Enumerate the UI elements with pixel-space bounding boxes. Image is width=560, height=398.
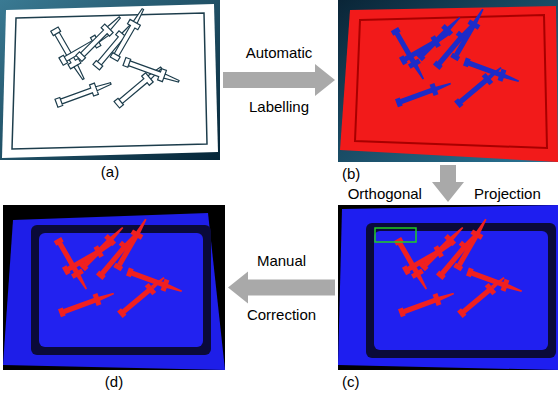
panel-caption: (a)	[0, 163, 220, 181]
panel-caption: (d)	[3, 373, 225, 391]
corrected-label-image	[3, 205, 225, 370]
depth-image	[0, 0, 220, 160]
image-panel: (c)	[338, 205, 558, 370]
image-panel: (a)	[0, 0, 220, 160]
panel-caption: (b)	[342, 165, 360, 183]
auto-label-image	[338, 0, 558, 162]
flow-arrow	[223, 64, 335, 96]
arrow-label: Automatic Labelling	[224, 26, 334, 134]
image-panel: (d)	[3, 205, 225, 370]
arrow-label: Manual Correction	[227, 234, 337, 342]
arrow-label: Orthogonal Projection	[348, 185, 541, 203]
flow-arrow	[228, 272, 335, 304]
projected-label-image	[338, 205, 558, 370]
panel-caption: (c)	[342, 373, 360, 391]
image-panel: (b)	[338, 0, 558, 162]
